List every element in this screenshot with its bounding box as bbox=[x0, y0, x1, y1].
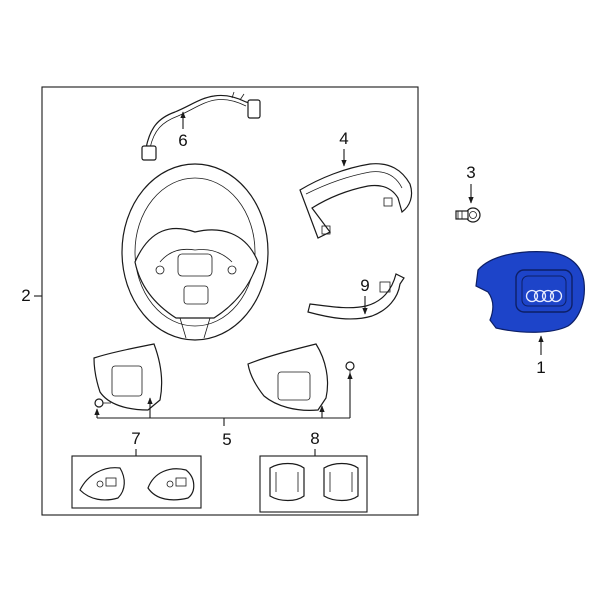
switch-unit-left-part-7 bbox=[79, 467, 125, 501]
callout-3: 3 bbox=[466, 163, 475, 182]
part-8-box bbox=[259, 455, 368, 513]
callout-2: 2 bbox=[21, 286, 30, 305]
left-screw bbox=[94, 398, 111, 408]
right-switch-bezel bbox=[247, 343, 329, 411]
callout-9: 9 bbox=[360, 276, 369, 295]
lower-trim-part-9 bbox=[307, 273, 405, 320]
wiring-harness-part-6 bbox=[141, 91, 261, 161]
steering-wheel bbox=[121, 163, 269, 341]
shift-paddle-left-part-8 bbox=[269, 462, 305, 502]
switch-unit-right-part-7 bbox=[147, 468, 195, 501]
callout-4: 4 bbox=[339, 129, 348, 148]
audi-rings-logo bbox=[525, 289, 563, 303]
shift-paddle-right-part-8 bbox=[323, 462, 359, 502]
assembly-frame bbox=[41, 86, 419, 516]
callout-5: 5 bbox=[222, 430, 231, 449]
callout-8: 8 bbox=[310, 429, 319, 448]
bolt-part-3 bbox=[455, 207, 481, 223]
callout-7: 7 bbox=[131, 429, 140, 448]
trim-cover-part-4 bbox=[299, 163, 413, 239]
callout-6: 6 bbox=[178, 131, 187, 150]
airbag-module-part-1 bbox=[475, 251, 585, 333]
part-7-box bbox=[71, 455, 202, 509]
callout-1: 1 bbox=[536, 358, 545, 377]
left-switch-bezel bbox=[93, 343, 163, 411]
